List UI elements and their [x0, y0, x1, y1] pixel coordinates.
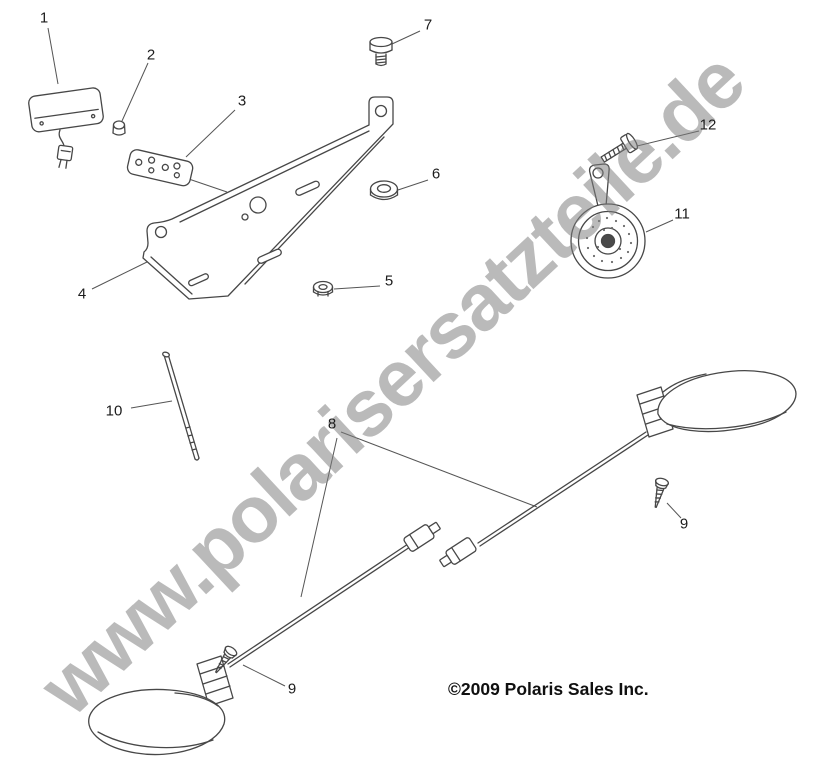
callout-9a: 9 — [679, 515, 689, 533]
part-2-clip-nut — [112, 120, 126, 136]
callout-2: 2 — [146, 46, 156, 64]
copyright-text: ©2009 Polaris Sales Inc. — [448, 679, 649, 699]
part-7-bolt — [369, 36, 393, 67]
part-9-screw-lower — [215, 645, 238, 674]
leader-lines — [47, 27, 700, 687]
part-8-turn-signal-left — [88, 521, 441, 756]
callout-7: 7 — [423, 16, 433, 34]
part-6-bushing — [369, 180, 399, 201]
horn-texture-dots — [585, 216, 633, 264]
callout-3: 3 — [237, 92, 247, 110]
wire-connector — [439, 537, 477, 568]
wire-connector — [403, 521, 441, 552]
part-9-screw-upper — [654, 477, 670, 508]
part-1-license-lamp — [28, 87, 104, 169]
part-4-bracket — [142, 96, 394, 300]
part-10-rod — [162, 351, 200, 461]
part-11-horn — [570, 163, 646, 279]
part-3-mount-plate — [126, 149, 194, 187]
callout-8: 8 — [327, 415, 337, 433]
callout-9b: 9 — [287, 680, 297, 698]
callout-6: 6 — [431, 165, 441, 183]
callout-10: 10 — [105, 402, 123, 420]
callout-1: 1 — [39, 9, 49, 27]
callout-4: 4 — [77, 285, 87, 303]
part-8-turn-signal-right — [439, 370, 797, 568]
callout-11: 11 — [674, 205, 690, 223]
part-5-nut — [312, 280, 334, 297]
callout-5: 5 — [384, 272, 394, 290]
callout-12: 12 — [699, 116, 717, 134]
part-12-bolt — [600, 132, 639, 163]
